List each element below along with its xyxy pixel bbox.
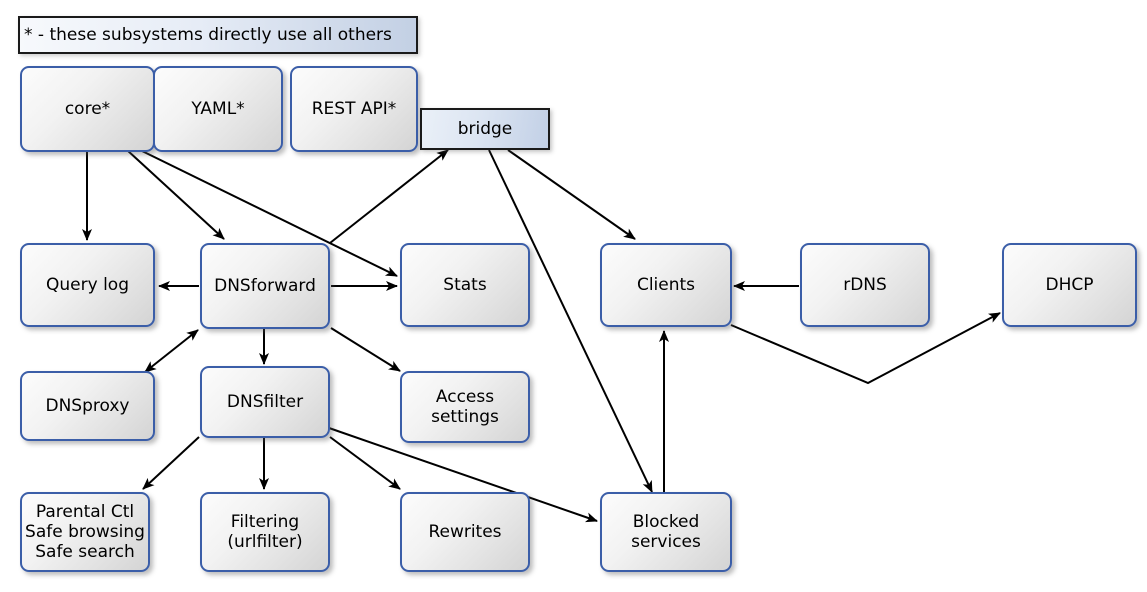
node-rewrites[interactable]: Rewrites <box>400 492 530 572</box>
node-filtering-urlfilter[interactable]: Filtering (urlfilter) <box>200 492 330 572</box>
node-bridge[interactable]: bridge <box>420 108 550 150</box>
node-core[interactable]: core* <box>20 66 155 152</box>
node-label-parental-control: Parental Ctl Safe browsing Safe search <box>25 501 145 563</box>
node-parental-control[interactable]: Parental Ctl Safe browsing Safe search <box>20 492 150 572</box>
node-dnsproxy[interactable]: DNSproxy <box>20 371 155 441</box>
node-access-settings[interactable]: Access settings <box>400 371 530 443</box>
edge-dnsforward-dnsproxy <box>144 329 199 373</box>
edge-dnsfilter-rewrites <box>329 436 401 490</box>
node-dnsfilter[interactable]: DNSfilter <box>200 366 330 438</box>
node-label-dhcp: DHCP <box>1045 274 1094 295</box>
node-stats[interactable]: Stats <box>400 243 530 327</box>
edge-dnsforward-accesssettings <box>330 327 401 372</box>
node-dhcp[interactable]: DHCP <box>1002 243 1137 327</box>
edge-bridge-clients <box>507 149 636 240</box>
node-label-stats: Stats <box>443 274 487 295</box>
node-label-bridge: bridge <box>457 118 513 139</box>
node-label-rewrites: Rewrites <box>428 521 502 542</box>
node-blocked-services[interactable]: Blocked services <box>600 492 732 572</box>
node-rest-api[interactable]: REST API* <box>290 66 418 152</box>
edge-dnsfilter-parental <box>142 436 200 490</box>
node-dnsforward[interactable]: DNSforward <box>200 243 330 329</box>
node-label-blocked-services: Blocked services <box>631 511 701 552</box>
node-label-rdns: rDNS <box>843 274 887 295</box>
node-label-dnsproxy: DNSproxy <box>45 395 130 416</box>
node-label-dnsforward: DNSforward <box>214 275 316 296</box>
edge-dnsforward-bridge <box>329 149 449 244</box>
node-label-access-settings: Access settings <box>431 386 499 427</box>
node-yaml[interactable]: YAML* <box>153 66 283 152</box>
node-query-log[interactable]: Query log <box>20 243 155 327</box>
node-label-yaml: YAML* <box>191 98 245 119</box>
node-label-filtering-urlfilter: Filtering (urlfilter) <box>227 511 303 552</box>
edge-core-dnsforward <box>126 149 225 240</box>
node-clients[interactable]: Clients <box>600 243 732 327</box>
node-label-query-log: Query log <box>46 274 129 295</box>
legend-text: * - these subsystems directly use all ot… <box>24 25 392 45</box>
node-label-core: core* <box>64 98 111 119</box>
node-rdns[interactable]: rDNS <box>800 243 930 327</box>
node-label-clients: Clients <box>636 274 696 295</box>
legend-box: * - these subsystems directly use all ot… <box>18 16 418 54</box>
node-label-dnsfilter: DNSfilter <box>226 391 304 412</box>
node-label-rest-api: REST API* <box>311 98 397 119</box>
